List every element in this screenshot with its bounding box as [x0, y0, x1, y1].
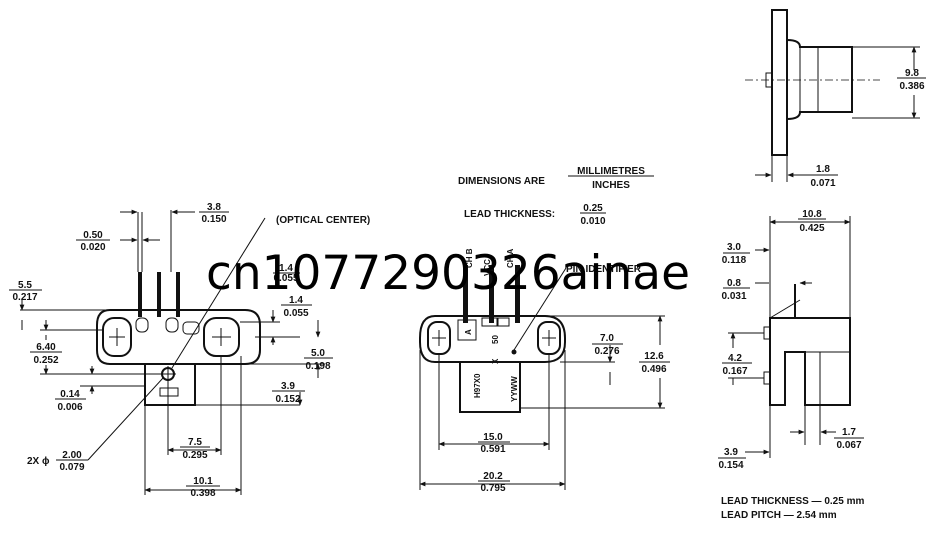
dim-1-8-in: 0.071 — [810, 178, 835, 189]
marking-vcc: VCC — [483, 259, 492, 276]
dim-15-0-mm: 15.0 — [483, 432, 503, 443]
dim-3-8-mm: 3.8 — [207, 202, 221, 213]
note-dimensions-are: DIMENSIONS ARE — [458, 176, 545, 187]
optical-center-leader — [171, 217, 266, 369]
note-lead-pitch-footer: LEAD PITCH — 2.54 mm — [721, 510, 837, 521]
marking-50: 50 — [491, 335, 500, 344]
dim-1-4a-mm: 1.4 — [279, 263, 293, 274]
bottom-right-view — [718, 216, 864, 459]
dim-20-2-in: 0.795 — [480, 483, 505, 494]
dim-0-14-in: 0.006 — [57, 402, 82, 413]
note-inches: INCHES — [592, 180, 630, 191]
dim-10-1-mm: 10.1 — [193, 476, 213, 487]
side-flange — [771, 9, 788, 156]
note-lead-thickness-mm: 0.25 — [583, 203, 603, 214]
dim-1-7-in: 0.067 — [836, 440, 861, 451]
mount-hole-left — [102, 317, 132, 357]
body-outline — [144, 364, 196, 406]
dim-2-00-mm: 2.00 — [62, 450, 82, 461]
dim-10-1-in: 0.398 — [190, 488, 215, 499]
side-profile — [769, 317, 851, 406]
dim-5-5-in: 0.217 — [12, 292, 37, 303]
dim-3-9b-mm: 3.9 — [724, 447, 738, 458]
dim-3-9a-mm: 3.9 — [281, 381, 295, 392]
dim-10-8-in: 0.425 — [799, 223, 824, 234]
top-right-view — [745, 9, 926, 182]
watermark-text: cn1077290326ainae — [206, 246, 690, 301]
dim-7-5-in: 0.295 — [182, 450, 207, 461]
dim-5-0-in: 0.198 — [305, 361, 330, 372]
dim-12-6-in: 0.496 — [641, 364, 666, 375]
dim-7-0-in: 0.276 — [594, 346, 619, 357]
pin-identifier-leader — [513, 267, 567, 351]
dim-10-8-mm: 10.8 — [802, 209, 822, 220]
dim-3-9a-in: 0.152 — [275, 394, 300, 405]
dim-9-8-in: 0.386 — [899, 81, 924, 92]
dim-0-8-mm: 0.8 — [727, 278, 741, 289]
dim-2-00-in: 0.079 — [59, 462, 84, 473]
dim-0-50-mm: 0.50 — [83, 230, 103, 241]
hole-leader — [87, 377, 164, 461]
lead-1 — [138, 272, 142, 317]
dim-1-4a-in: 0.055 — [273, 273, 298, 284]
dim-20-2-mm: 20.2 — [483, 471, 503, 482]
marking-date: YYWW — [510, 376, 519, 402]
side-body — [786, 39, 853, 120]
lead-3 — [176, 272, 180, 317]
dim-3-8-in: 0.150 — [201, 214, 226, 225]
dim-1-8-mm: 1.8 — [816, 164, 830, 175]
dim-4-2-in: 0.167 — [722, 366, 747, 377]
lead-ch-a — [515, 265, 520, 323]
marking-ch-b: CH B — [465, 248, 474, 268]
lead-ch-b — [463, 265, 468, 323]
dim-9-8-mm: 9.8 — [905, 68, 919, 79]
optical-center-callout: (OPTICAL CENTER) — [276, 215, 370, 226]
dim-7-0-mm: 7.0 — [600, 333, 614, 344]
dim-0-14-mm: 0.14 — [60, 389, 80, 400]
marking-x: X — [491, 358, 500, 364]
note-lead-thickness-label: LEAD THICKNESS: — [464, 209, 555, 220]
marking-a: A — [464, 329, 473, 335]
dim-5-5-mm: 5.5 — [18, 280, 32, 291]
pin-identifier-dot — [511, 349, 517, 355]
flange-outline-center — [419, 315, 566, 363]
marking-part: H97X0 — [473, 373, 482, 398]
dim-4-2-mm: 4.2 — [728, 353, 742, 364]
dim-7-5-mm: 7.5 — [188, 437, 202, 448]
note-lead-thickness-in: 0.010 — [580, 216, 605, 227]
lead-2 — [157, 272, 161, 317]
dim-6-40-in: 0.252 — [33, 355, 58, 366]
dim-3-0-in: 0.118 — [722, 255, 747, 266]
pin-identifier-callout: PIN IDENTIFIER — [566, 264, 642, 275]
dim-1-7-mm: 1.7 — [842, 427, 856, 438]
dim-1-4b-in: 0.055 — [283, 308, 308, 319]
note-lead-thickness-footer: LEAD THICKNESS — 0.25 mm — [721, 496, 864, 507]
note-millimetres: MILLIMETRES — [577, 166, 645, 177]
dim-0-50-in: 0.020 — [80, 242, 105, 253]
dim-3-0-mm: 3.0 — [727, 242, 741, 253]
hole-callout-prefix: 2X ϕ — [27, 456, 50, 467]
body-outline-center — [459, 362, 521, 413]
dim-1-4b-mm: 1.4 — [289, 295, 303, 306]
lead-vcc — [489, 265, 494, 323]
center-view — [419, 175, 670, 490]
dim-0-8-in: 0.031 — [721, 291, 746, 302]
dim-12-6-mm: 12.6 — [644, 351, 664, 362]
marking-ch-a: CH A — [506, 249, 515, 268]
dim-15-0-in: 0.591 — [480, 444, 505, 455]
dim-5-0-mm: 5.0 — [311, 348, 325, 359]
dim-3-9b-in: 0.154 — [718, 460, 743, 471]
dim-6-40-mm: 6.40 — [36, 342, 56, 353]
left-view — [9, 209, 333, 495]
